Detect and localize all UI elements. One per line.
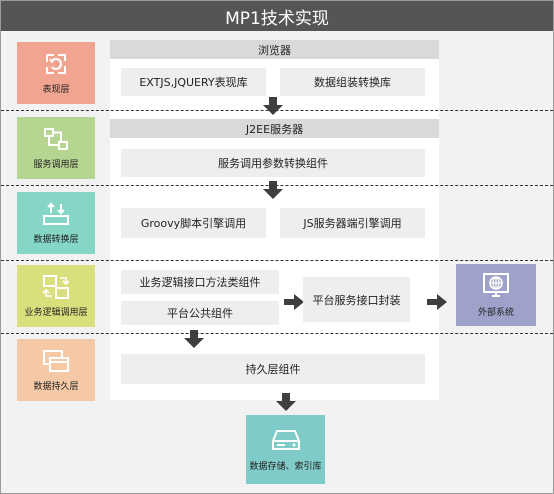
external-system-label: 外部系统 — [477, 308, 514, 318]
arrow-right-1 — [284, 294, 304, 310]
layer-label: 数据转换层 — [33, 235, 79, 245]
diagram-title: MP1技术实现 — [1, 1, 553, 31]
exchange-boxes-icon — [42, 275, 70, 299]
drive-icon — [271, 430, 300, 450]
platform-service-wrapper-box: 平台服务接口封装 — [303, 277, 410, 322]
layer-business-logic: 业务逻辑调用层 — [17, 265, 95, 327]
j2ee-header: J2EE服务器 — [110, 119, 439, 138]
layer-label: 业务逻辑调用层 — [24, 308, 88, 318]
connection-icon — [44, 128, 68, 150]
layer-separator — [1, 185, 553, 186]
layer-label: 表现层 — [42, 85, 70, 95]
browser-header: 浏览器 — [110, 40, 439, 59]
data-assembly-library-box: 数据组装转换库 — [280, 68, 425, 96]
layer-presentation: 表现层 — [17, 42, 95, 104]
layer-data-conversion: 数据转换层 — [17, 192, 95, 254]
layer-label: 数据持久层 — [33, 382, 79, 392]
arrow-right-2 — [427, 294, 447, 310]
service-param-conversion-box: 服务调用参数转换组件 — [121, 149, 425, 177]
external-system-box: 外部系统 — [456, 264, 536, 326]
layer-service-call: 服务调用层 — [17, 117, 95, 179]
layer-persistence: 数据持久层 — [17, 339, 95, 401]
layer-separator — [1, 110, 553, 111]
arrow-down-2 — [263, 181, 283, 199]
data-storage-label: 数据存储、索引库 — [249, 462, 322, 472]
groovy-engine-box: Groovy脚本引擎调用 — [121, 208, 266, 238]
layer-label: 服务调用层 — [33, 160, 79, 170]
data-storage-box: 数据存储、索引库 — [246, 415, 325, 484]
js-engine-box: JS服务器端引擎调用 — [280, 208, 425, 238]
layer-separator — [1, 333, 553, 334]
presentation-library-box: EXTJS,JQUERY表现库 — [121, 68, 266, 96]
arrow-down-4 — [276, 393, 296, 411]
globe-monitor-icon — [483, 273, 509, 297]
biz-logic-interface-box: 业务逻辑接口方法类组件 — [121, 270, 279, 294]
arrow-down-1 — [263, 97, 283, 115]
refresh-frame-icon — [46, 54, 66, 74]
persistence-component-box: 持久层组件 — [121, 354, 425, 384]
stacked-windows-icon — [43, 350, 69, 372]
upload-tray-icon — [43, 202, 69, 225]
arrow-down-3 — [184, 330, 204, 348]
platform-common-box: 平台公共组件 — [121, 301, 279, 325]
layer-separator — [1, 260, 553, 261]
